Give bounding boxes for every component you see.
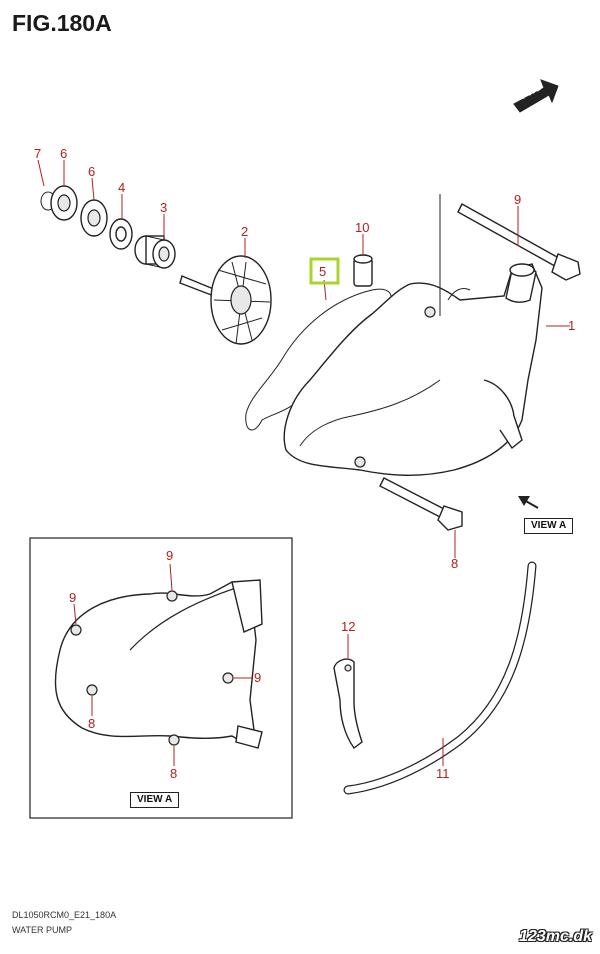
callout-9: 9 [514,192,521,207]
callout-6a: 6 [60,146,67,161]
oil-seal-part [109,218,133,250]
mechanical-seal-part [134,235,176,269]
callout-5: 5 [319,264,326,279]
callout-2: 2 [241,224,248,239]
view-a-inset-label: VIEW A [130,792,180,808]
leader-lines [37,159,570,558]
bolt-part-upper [457,203,581,281]
inset-callout-9-top: 9 [166,548,173,563]
inset-callout-8-bottom: 8 [170,766,177,781]
callout-11: 11 [436,766,450,781]
callout-4: 4 [118,180,125,195]
callout-1: 1 [568,318,575,333]
impeller-part [179,255,272,345]
callout-12: 12 [341,619,355,634]
inset-callout-9-left: 9 [69,590,76,605]
callout-10: 10 [355,220,369,235]
hose-part [343,561,537,795]
pump-cover-part [283,263,543,476]
highlight-box [309,257,340,285]
diagram-name: WATER PUMP [12,925,72,935]
callout-6b: 6 [88,164,95,179]
view-a-arrow-icon [518,496,539,509]
fwd-arrow-icon [513,79,559,113]
figure-title: FIG.180A [12,10,112,36]
hose-clamp-part [333,658,363,749]
callout-3: 3 [160,200,167,215]
bearing-part-b [80,199,108,237]
view-a-inset-frame [29,537,293,819]
callout-8: 8 [451,556,458,571]
inset-callout-9-right: 9 [254,670,261,685]
diagram-code: DL1050RCM0_E21_180A [12,910,117,920]
dowel-pin-part [353,254,373,287]
bolt-part-lower [379,477,463,531]
view-a-inset-drawing [54,579,263,749]
watermark-logo: 123mc.dk [519,928,592,945]
inset-callout-8-left: 8 [88,716,95,731]
callout-7: 7 [34,146,41,161]
inset-leader-lines [73,563,252,766]
bearing-part-a [50,185,78,221]
view-a-label: VIEW A [524,518,574,534]
